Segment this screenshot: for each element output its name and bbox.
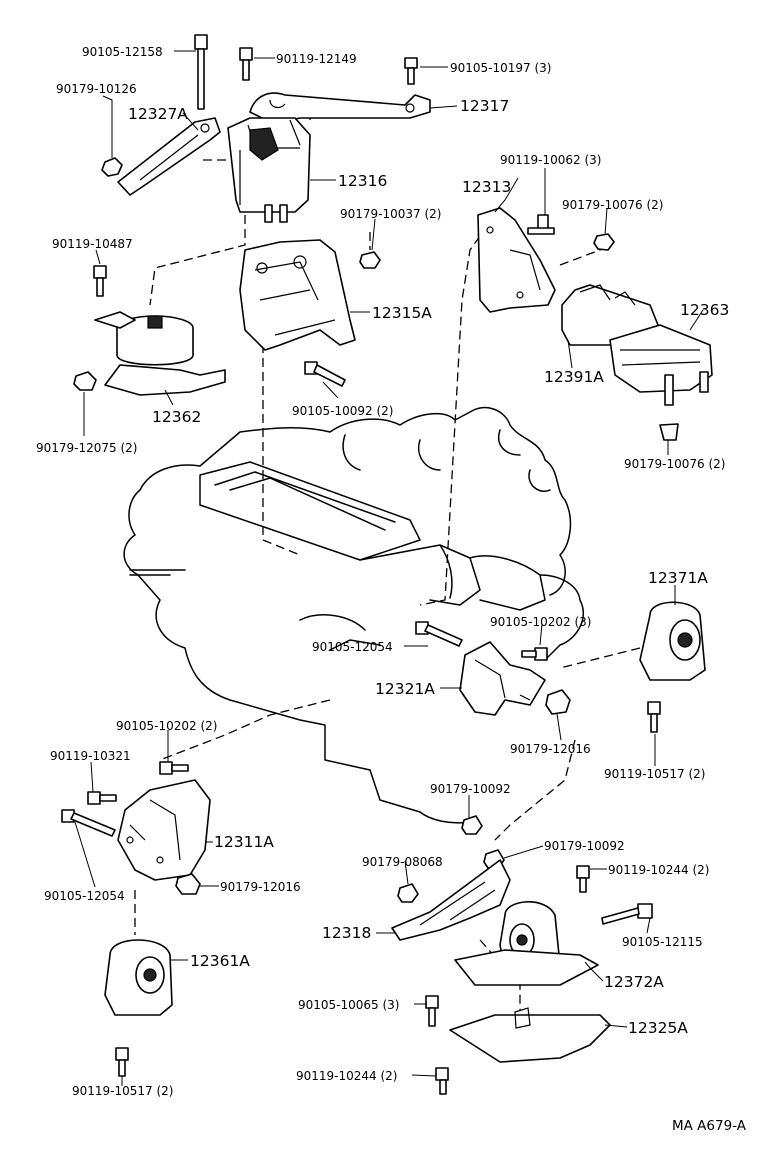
label-90119-12149: 90119-12149: [276, 52, 357, 66]
label-90105-12115: 90105-12115: [622, 935, 703, 949]
label-12327A: 12327A: [128, 105, 188, 123]
part-12317-bracket: [249, 92, 431, 123]
bolt-90105-10202-lower: [159, 761, 189, 775]
diagram-code: MA A679-A: [672, 1118, 747, 1134]
label-12311A: 12311A: [214, 833, 274, 851]
label-90179-12075: 90179-12075 (2): [36, 441, 138, 455]
bolt-90105-10197: [404, 57, 418, 85]
label-90119-10062: 90119-10062 (3): [500, 153, 602, 167]
label-12363: 12363: [680, 301, 729, 319]
label-90105-12054-upper: 90105-12054: [312, 640, 393, 654]
part-12313-bracket: [477, 207, 556, 313]
part-12362-mount: [94, 311, 226, 396]
label-12361A: 12361A: [190, 952, 250, 970]
bolt-90119-10062: [527, 214, 555, 235]
bolt-90119-10517-right: [647, 701, 661, 733]
part-12363-mount: [609, 324, 713, 406]
label-90179-10076-upper: 90179-10076 (2): [562, 198, 664, 212]
label-90179-10076-lower: 90179-10076 (2): [624, 457, 726, 471]
bolt-90105-10202-upper: [521, 647, 548, 661]
label-12321A: 12321A: [375, 680, 435, 698]
bolt-90119-12149: [239, 47, 253, 81]
nut-90179-10037: [359, 251, 381, 269]
label-90105-10202-lower: 90105-10202 (2): [116, 719, 218, 733]
bolt-90105-12115: [601, 903, 653, 925]
bolt-90119-10244-upper: [576, 865, 590, 893]
label-90105-12158: 90105-12158: [82, 45, 163, 59]
bolt-90119-10517-left: [115, 1047, 129, 1077]
part-12315A-bracket: [239, 239, 356, 351]
label-12315A: 12315A: [372, 304, 432, 322]
bolt-90105-12054-upper: [415, 621, 463, 647]
label-90119-10321: 90119-10321: [50, 749, 131, 763]
bolt-90105-10065: [425, 995, 439, 1027]
part-12372A-mount: [454, 901, 599, 986]
label-90119-10244-upper: 90119-10244 (2): [608, 863, 710, 877]
label-12318: 12318: [322, 924, 371, 942]
engine-outline: [123, 406, 584, 824]
part-12361A-mount: [104, 939, 173, 1016]
part-12371A-mount: [639, 601, 706, 681]
bolt-90119-10487: [93, 265, 107, 297]
label-90119-10244-lower: 90119-10244 (2): [296, 1069, 398, 1083]
label-90179-10092-b: 90179-10092: [544, 839, 625, 853]
label-12362: 12362: [152, 408, 201, 426]
label-90119-10487: 90119-10487: [52, 237, 133, 251]
part-12327A-bracket: [117, 117, 221, 196]
nut-90179-12016-lower: [175, 873, 201, 895]
part-12325A-plate: [449, 1007, 611, 1063]
label-12313: 12313: [462, 178, 511, 196]
nut-90179-10092-a: [461, 815, 483, 835]
nut-90179-10126: [101, 157, 123, 177]
label-90179-12016-upper: 90179-12016: [510, 742, 591, 756]
bolt-90119-10244-lower: [435, 1067, 449, 1095]
label-90119-10517-right: 90119-10517 (2): [604, 767, 706, 781]
part-labels: 90105-12158 90119-12149 90105-10197 (3) …: [36, 45, 747, 1134]
nut-90179-08068: [397, 883, 419, 903]
label-12371A: 12371A: [648, 569, 708, 587]
label-12372A: 12372A: [604, 973, 664, 991]
label-90179-12016-lower: 90179-12016: [220, 880, 301, 894]
bolt-90105-10092: [304, 361, 346, 387]
leader-lines: [74, 50, 704, 1086]
bolt-90119-10321: [87, 791, 117, 805]
label-90179-08068: 90179-08068: [362, 855, 443, 869]
part-12311A-bracket: [117, 779, 211, 881]
label-90119-10517-left: 90119-10517 (2): [72, 1084, 174, 1098]
label-90179-10126: 90179-10126: [56, 82, 137, 96]
part-12316-mount: [227, 117, 311, 223]
nut-90179-10076-upper: [593, 233, 615, 251]
bolt-90105-12054-lower: [61, 809, 116, 837]
label-12317: 12317: [460, 97, 509, 115]
label-90179-10037: 90179-10037 (2): [340, 207, 442, 221]
label-90105-12054-lower: 90105-12054: [44, 889, 125, 903]
part-12318-bracket: [391, 859, 511, 941]
label-12316: 12316: [338, 172, 387, 190]
nut-90179-12075: [73, 371, 97, 391]
nut-90179-10076-lower: [659, 423, 679, 441]
alignment-lines: [134, 112, 641, 1010]
label-12325A: 12325A: [628, 1019, 688, 1037]
part-12321A-bracket: [459, 641, 546, 716]
label-90179-10092-a: 90179-10092: [430, 782, 511, 796]
label-12391A: 12391A: [544, 368, 604, 386]
bolt-90105-12158: [194, 34, 208, 110]
label-90105-10197: 90105-10197 (3): [450, 61, 552, 75]
label-90105-10065: 90105-10065 (3): [298, 998, 400, 1012]
label-90105-10202-upper: 90105-10202 (3): [490, 615, 592, 629]
nut-90179-12016-upper: [545, 689, 571, 715]
label-90105-10092: 90105-10092 (2): [292, 404, 394, 418]
